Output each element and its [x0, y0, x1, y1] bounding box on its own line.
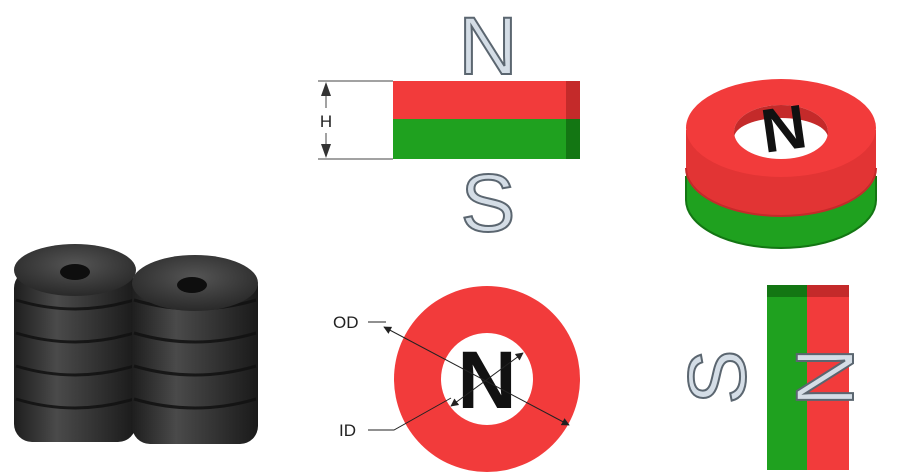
id-label: ID	[339, 421, 356, 440]
side-south-label: S	[461, 158, 516, 249]
id-dimension-line	[450, 352, 524, 407]
isometric-ring: N	[685, 79, 877, 249]
rotated-north-half	[807, 285, 849, 470]
top-north-label: N	[457, 335, 516, 426]
side-view: N S H	[318, 0, 580, 250]
ferrite-stack-right	[132, 255, 258, 444]
iso-north-label: N	[757, 92, 811, 167]
ferrite-hole-left	[60, 264, 90, 280]
ferrite-photo	[14, 244, 258, 444]
north-half-side	[393, 81, 580, 119]
height-label: H	[320, 112, 332, 131]
ferrite-hole-right	[177, 277, 207, 293]
side-north-label: N	[458, 1, 517, 92]
top-view: N OD ID	[333, 286, 580, 472]
rotated-side-view: S N	[671, 285, 872, 470]
south-half-side	[393, 119, 580, 159]
od-label: OD	[333, 313, 359, 332]
rotated-south-label: S	[672, 350, 763, 405]
rotated-south-half	[767, 285, 807, 470]
ferrite-stack-left	[14, 244, 136, 442]
rotated-north-label: N	[780, 347, 871, 406]
